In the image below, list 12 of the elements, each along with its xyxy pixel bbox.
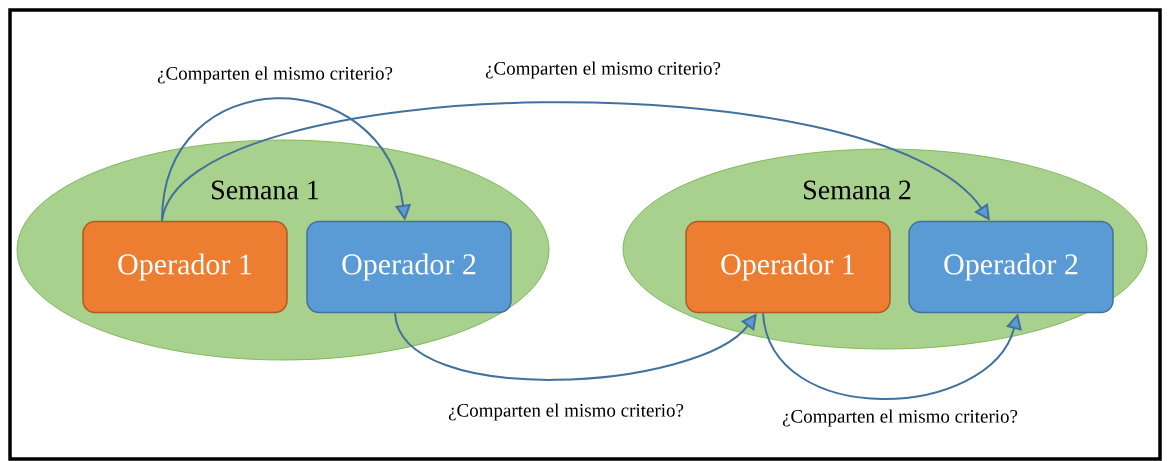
edge-label: ¿Comparten el mismo criterio? bbox=[484, 60, 722, 80]
operator-box: Operador 2 bbox=[306, 220, 512, 314]
operator-box: Operador 2 bbox=[908, 220, 1114, 314]
edge-label: ¿Comparten el mismo criterio? bbox=[156, 65, 394, 85]
arrow bbox=[161, 101, 990, 222]
edge-label: ¿Comparten el mismo criterio? bbox=[781, 408, 1019, 428]
arrow bbox=[161, 97, 412, 222]
edge-label: ¿Comparten el mismo criterio? bbox=[447, 402, 685, 422]
operator-box: Operador 1 bbox=[685, 220, 891, 314]
arrow bbox=[394, 312, 757, 381]
operator-box: Operador 1 bbox=[82, 220, 288, 314]
arrow bbox=[762, 312, 1022, 400]
